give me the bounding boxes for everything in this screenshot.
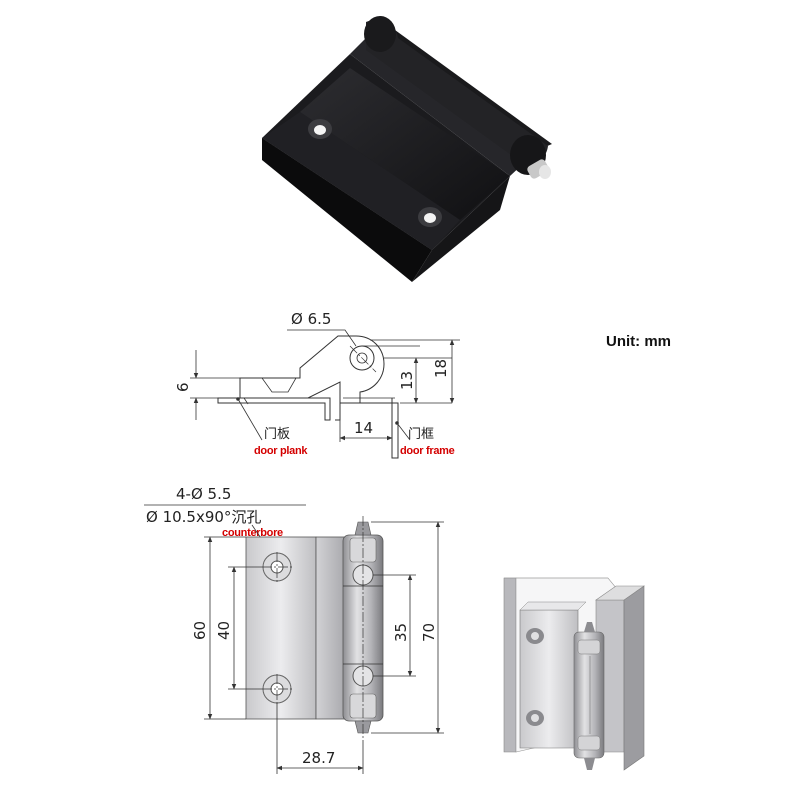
dim-13-label: 13 — [398, 371, 416, 390]
side-view-drawing: Ø 6.5 6 13 18 14 门板 door plank 门框 door f… — [174, 310, 460, 459]
dim-60-label: 60 — [191, 621, 209, 640]
dim-28-7-label: 28.7 — [302, 749, 335, 767]
counterbore-en-label: counterbore — [222, 527, 283, 539]
dim-40-label: 40 — [215, 621, 233, 640]
installed-render — [503, 577, 645, 771]
dim-14-label: 14 — [354, 419, 373, 437]
dim-70-label: 70 — [420, 623, 438, 642]
hinge-photo — [262, 16, 552, 282]
door-plank-en: door plank — [254, 445, 308, 457]
counterbore-label: Ø 10.5x90°沉孔 — [146, 508, 261, 526]
dim-18-label: 18 — [432, 359, 450, 378]
dim-35-label: 35 — [392, 623, 410, 642]
holes-label: 4-Ø 5.5 — [176, 485, 231, 503]
door-frame-en: door frame — [400, 445, 455, 457]
door-plank-cn: 门板 — [264, 427, 290, 442]
unit-label: Unit: mm — [606, 333, 671, 350]
dim-6-label: 6 — [174, 382, 192, 392]
pin-diameter-label: Ø 6.5 — [291, 310, 331, 328]
front-view-drawing: 4-Ø 5.5 Ø 10.5x90°沉孔 counterbore 60 — [144, 485, 444, 774]
door-frame-cn: 门框 — [408, 427, 434, 442]
